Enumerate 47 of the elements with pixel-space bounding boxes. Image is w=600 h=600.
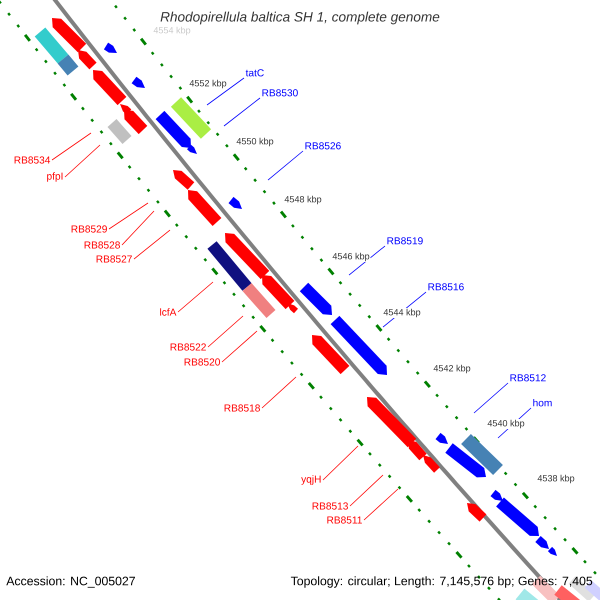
leader-line (348, 246, 386, 276)
gene-label: tatC (246, 69, 264, 76)
gene-label: RB8518 (224, 404, 260, 412)
leader-line (224, 98, 260, 126)
gene-label: RB8534 (14, 156, 50, 164)
leader-line (134, 230, 170, 260)
gene-label: lcfA (160, 308, 176, 316)
gene-label: pfpI (47, 172, 62, 182)
scale-label: 4542 kbp (434, 364, 470, 374)
leader-line (474, 382, 508, 414)
gene-label: RB8520 (184, 358, 220, 366)
scale-label: 4548 kbp (284, 196, 322, 204)
gene-label: RB8516 (428, 283, 464, 290)
gene-label: RB8522 (170, 343, 206, 351)
footer-text: Topology: circular; Length: 7,145,576 bp; Genes: 7,405 (290, 576, 592, 588)
leader-line (322, 446, 358, 480)
gene-label: RB8513 (312, 502, 348, 510)
gene-label: RB8519 (387, 237, 423, 244)
leader-line (350, 474, 384, 506)
scale-label: 4546 kbp (332, 252, 370, 262)
gene-label: RB8528 (84, 241, 120, 249)
leader-line (262, 376, 296, 408)
leader-line (108, 202, 148, 230)
gene-label: RB8529 (72, 225, 107, 233)
scale-label: 4538 kbp (538, 474, 574, 484)
gene-label: RB8512 (510, 374, 546, 382)
gene-label: RB8511 (327, 516, 362, 524)
leader-line (208, 316, 244, 348)
leader-line (178, 282, 214, 312)
leader-line (364, 488, 398, 520)
leader-line (206, 78, 244, 106)
leader-line (222, 330, 258, 362)
scale-label: 4550 kbp (236, 138, 274, 146)
leader-line (64, 144, 100, 178)
leader-line (268, 150, 304, 180)
leader-line (52, 132, 92, 160)
scale-label: 4540 kbp (486, 418, 526, 430)
title: Rhodopirellula baltica SH 1, complete genome (160, 12, 440, 24)
gene-label: RB8527 (96, 255, 132, 263)
scale-label: 4544 kbp (382, 308, 422, 318)
scale-label: 4552 kbp (190, 80, 226, 88)
gene-label: yqjH (301, 475, 321, 485)
leader-line (122, 210, 154, 246)
gene-label: RB8530 (262, 89, 298, 96)
gene-label: RB8526 (305, 142, 341, 150)
footer-text: Accession: NC_005027 (6, 576, 135, 588)
gene-label: hom (533, 398, 552, 406)
